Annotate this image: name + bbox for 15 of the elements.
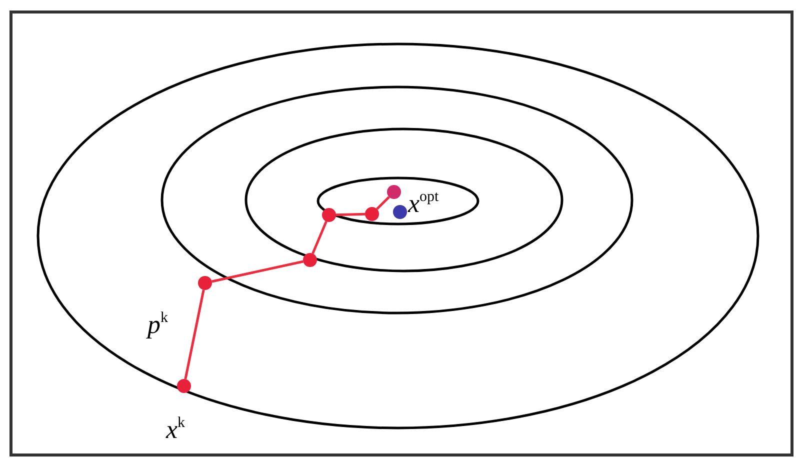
point-marker	[303, 253, 317, 267]
path-segment	[212, 260, 304, 283]
point-marker	[198, 276, 212, 290]
point-label: x$^{opt}$	[408, 190, 439, 217]
point-marker	[387, 185, 401, 199]
path-segment	[184, 290, 205, 380]
point-marker	[177, 379, 191, 393]
path-segment	[312, 220, 328, 254]
point-marker	[322, 208, 336, 222]
point-marker	[393, 205, 407, 219]
edge-label: p$^{k}$	[148, 310, 168, 338]
point-marker	[365, 207, 379, 221]
path-segment	[376, 196, 390, 210]
point-label: x$^{k}$	[166, 416, 186, 443]
path-segment	[336, 212, 366, 216]
